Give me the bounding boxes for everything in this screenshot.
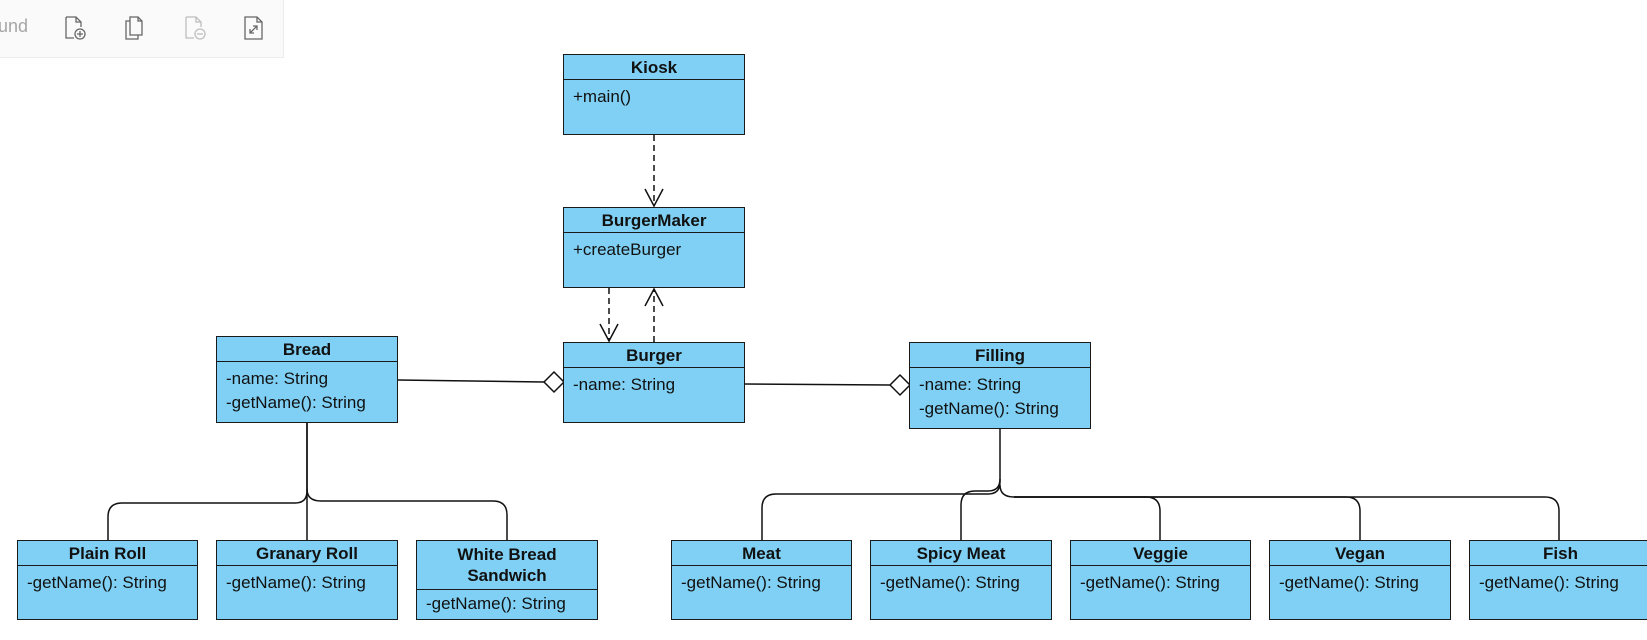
- class-granaryroll-name: Granary Roll: [217, 541, 397, 566]
- duplicate-page-button[interactable]: [120, 14, 148, 42]
- arrowhead-burger-top: [599, 323, 619, 343]
- toolbar-label: und: [0, 16, 29, 36]
- page-remove-icon: [185, 16, 206, 40]
- edge-burger-filling: [743, 383, 891, 386]
- class-burgermaker-name: BurgerMaker: [564, 208, 744, 233]
- class-granaryroll-members: -getName(): String: [217, 566, 397, 595]
- fit-page-button[interactable]: [240, 14, 268, 42]
- class-vegan-members: -getName(): String: [1270, 566, 1450, 595]
- class-fish-members: -getName(): String: [1470, 566, 1647, 595]
- class-veggie-name: Veggie: [1071, 541, 1250, 566]
- class-member: -getName(): String: [226, 393, 366, 412]
- remove-page-button[interactable]: [180, 14, 208, 42]
- class-kiosk[interactable]: Kiosk +main(): [563, 54, 745, 135]
- edge-veggie-filling: [999, 484, 1161, 540]
- edge-spicymeat-filling: [960, 478, 1001, 540]
- class-whitebread[interactable]: White Bread Sandwich -getName(): String: [416, 540, 598, 620]
- class-bread[interactable]: Bread -name: String -getName(): String: [216, 336, 398, 423]
- class-meat-name: Meat: [672, 541, 851, 566]
- page-fit-icon: [244, 16, 263, 40]
- edge-whitebread-bread: [306, 488, 508, 540]
- class-member: -getName(): String: [27, 573, 167, 592]
- class-burgermaker[interactable]: BurgerMaker +createBurger: [563, 207, 745, 288]
- class-vegan-name: Vegan: [1270, 541, 1450, 566]
- class-spicymeat-members: -getName(): String: [871, 566, 1051, 595]
- class-member: -name: String: [573, 375, 676, 394]
- class-granaryroll[interactable]: Granary Roll -getName(): String: [216, 540, 398, 620]
- class-veggie-members: -getName(): String: [1071, 566, 1250, 595]
- class-whitebread-members: -getName(): String: [417, 590, 597, 616]
- class-kiosk-name: Kiosk: [564, 55, 744, 80]
- class-filling-members: -name: String -getName(): String: [910, 368, 1090, 421]
- class-meat-members: -getName(): String: [672, 566, 851, 595]
- diamond-burger-left: [542, 370, 566, 394]
- class-meat[interactable]: Meat -getName(): String: [671, 540, 852, 620]
- arrowhead-burgermaker-top: [644, 188, 664, 208]
- class-member: -getName(): String: [1080, 573, 1220, 592]
- class-plainroll[interactable]: Plain Roll -getName(): String: [17, 540, 198, 620]
- class-spicymeat-name: Spicy Meat: [871, 541, 1051, 566]
- class-veggie[interactable]: Veggie -getName(): String: [1070, 540, 1251, 620]
- class-spicymeat[interactable]: Spicy Meat -getName(): String: [870, 540, 1052, 620]
- new-page-button[interactable]: [60, 14, 88, 42]
- class-kiosk-members: +main(): [564, 80, 744, 109]
- class-whitebread-name: White Bread Sandwich: [417, 541, 597, 590]
- class-plainroll-name: Plain Roll: [18, 541, 197, 566]
- class-fish-name: Fish: [1470, 541, 1647, 566]
- class-member: +main(): [573, 87, 632, 106]
- arrowhead-burgermaker-bottom: [644, 287, 664, 307]
- class-member: -getName(): String: [426, 594, 566, 613]
- edge-fish-filling: [1014, 496, 1560, 540]
- pages-copy-icon: [125, 16, 143, 40]
- class-member: -getName(): String: [919, 399, 1059, 418]
- class-burger-name: Burger: [564, 343, 744, 368]
- page-add-icon: [65, 16, 86, 40]
- class-filling[interactable]: Filling -name: String -getName(): String: [909, 342, 1091, 429]
- class-member: -getName(): String: [681, 573, 821, 592]
- class-bread-members: -name: String -getName(): String: [217, 362, 397, 415]
- edge-bread-burger: [397, 379, 545, 383]
- class-fish[interactable]: Fish -getName(): String: [1469, 540, 1647, 620]
- class-member: -getName(): String: [1479, 573, 1619, 592]
- class-filling-name: Filling: [910, 343, 1090, 368]
- diamond-filling-left: [888, 373, 912, 397]
- class-burgermaker-members: +createBurger: [564, 233, 744, 262]
- class-plainroll-members: -getName(): String: [18, 566, 197, 595]
- edge-meat-filling: [761, 429, 1001, 540]
- class-member: -getName(): String: [226, 573, 366, 592]
- page-toolbar: und: [0, 0, 284, 58]
- edge-vegan-filling: [1014, 496, 1361, 540]
- class-bread-name: Bread: [217, 337, 397, 362]
- class-vegan[interactable]: Vegan -getName(): String: [1269, 540, 1451, 620]
- class-member: -getName(): String: [1279, 573, 1419, 592]
- class-member: -getName(): String: [880, 573, 1020, 592]
- class-member: -name: String: [919, 375, 1022, 394]
- class-member: +createBurger: [573, 240, 682, 259]
- class-burger[interactable]: Burger -name: String: [563, 342, 745, 423]
- class-burger-members: -name: String: [564, 368, 744, 397]
- class-member: -name: String: [226, 369, 329, 388]
- edge-plainroll-bread: [107, 423, 308, 540]
